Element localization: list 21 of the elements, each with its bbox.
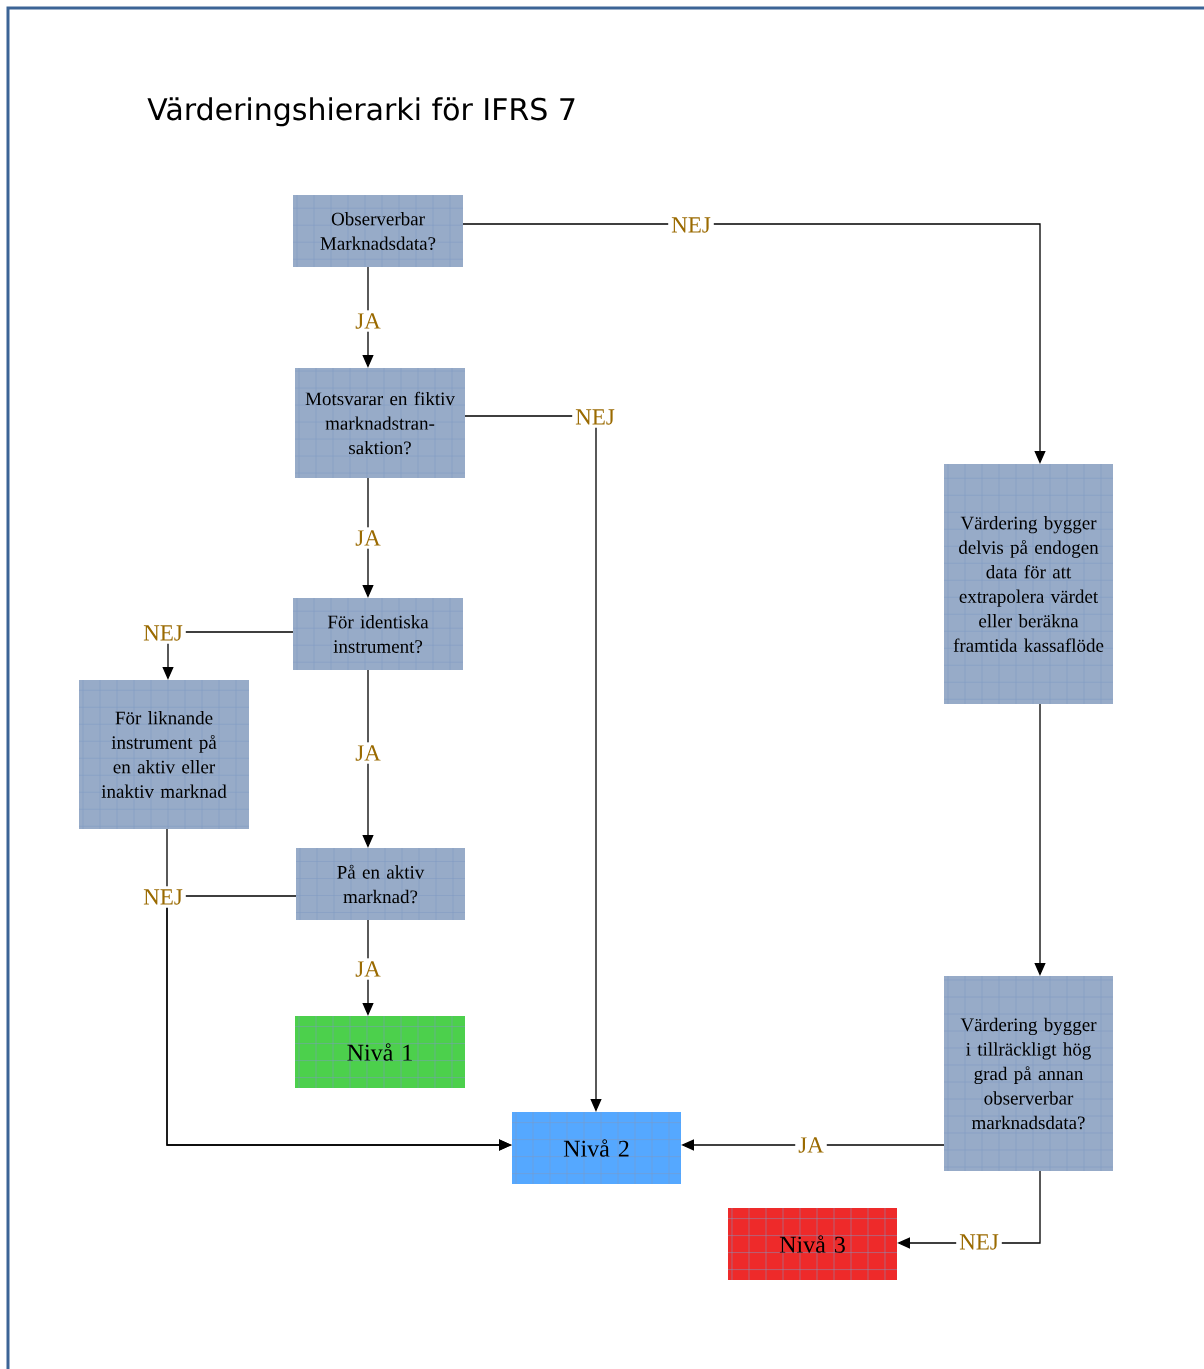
result-box: Nivå 1: [295, 1016, 465, 1088]
edge-label: NEJ: [140, 886, 186, 908]
process-box: Värdering bygger delvis på endogen data för att extrapolera värdet eller beräkna framtida kassaflöde: [944, 464, 1113, 704]
edge-label: NEJ: [956, 1231, 1002, 1253]
edge-label: NEJ: [572, 406, 618, 428]
edge-label: JA: [795, 1134, 827, 1156]
question-box: För identiska instrument?: [293, 598, 463, 670]
result-box: Nivå 2: [512, 1112, 681, 1184]
edge-label: JA: [352, 742, 384, 764]
question-box: Motsvarar en fiktiv marknadstran- saktion?: [295, 368, 465, 478]
question-box: Värdering bygger i tillräckligt hög grad på annan observerbar marknadsdata?: [944, 976, 1113, 1171]
edge-label: NEJ: [668, 214, 714, 236]
question-box: På en aktiv marknad?: [296, 848, 465, 920]
edge-label: JA: [352, 527, 384, 549]
title: Värderingshierarki för IFRS 7: [147, 97, 575, 127]
result-box: Nivå 3: [728, 1208, 897, 1280]
edge-label: JA: [352, 958, 384, 980]
edge-label: NEJ: [140, 622, 186, 644]
question-box: Observerbar Marknadsdata?: [293, 195, 463, 267]
edge-label: JA: [352, 310, 384, 332]
process-box: För liknande instrument på en aktiv eller inaktiv marknad: [79, 680, 249, 829]
